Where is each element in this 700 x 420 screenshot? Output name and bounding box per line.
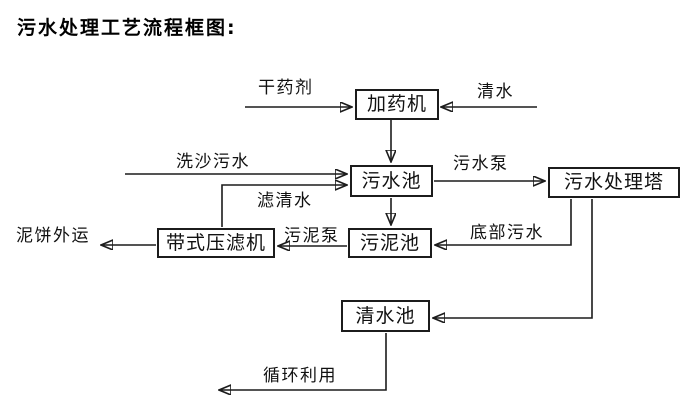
arrow-filtered-water	[221, 185, 346, 227]
node-sludge-pool-label: 污泥池	[359, 231, 420, 254]
edge-label-sludge-pump: 污泥泵	[284, 226, 340, 246]
node-sewage-pool-label: 污水池	[361, 169, 422, 192]
edge-label-sand-washing-sewage: 洗沙污水	[176, 152, 250, 172]
edge-label-filtered-water: 滤清水	[257, 191, 313, 211]
edge-label-mud-cake-outbound: 泥饼外运	[16, 226, 90, 246]
arrow-tower-to-cleanpool	[434, 199, 593, 318]
node-belt-filter-press-label: 带式压滤机	[165, 231, 266, 254]
edge-label-clean-water: 清水	[477, 82, 514, 102]
edge-label-bottom-sewage: 底部污水	[470, 223, 544, 243]
node-dosing-machine: 加药机	[355, 89, 439, 120]
node-sewage-treatment-tower-label: 污水处理塔	[563, 171, 664, 193]
edge-label-dry-agent: 干药剂	[258, 78, 314, 98]
node-dosing-machine-label: 加药机	[366, 93, 427, 115]
node-sewage-treatment-tower: 污水处理塔	[548, 167, 680, 198]
node-belt-filter-press: 带式压滤机	[157, 228, 275, 258]
node-clean-water-pool: 清水池	[341, 300, 430, 332]
edge-label-sewage-pump: 污水泵	[453, 154, 509, 174]
node-sewage-pool: 污水池	[350, 165, 433, 197]
node-clean-water-pool-label: 清水池	[355, 304, 416, 327]
arrow-bottom-sewage	[436, 199, 572, 245]
edge-label-recycle-reuse: 循环利用	[263, 366, 337, 386]
page-title: 污水处理工艺流程框图:	[17, 17, 237, 39]
arrow-recycle-reuse	[220, 333, 387, 390]
node-sludge-pool: 污泥池	[348, 228, 432, 258]
